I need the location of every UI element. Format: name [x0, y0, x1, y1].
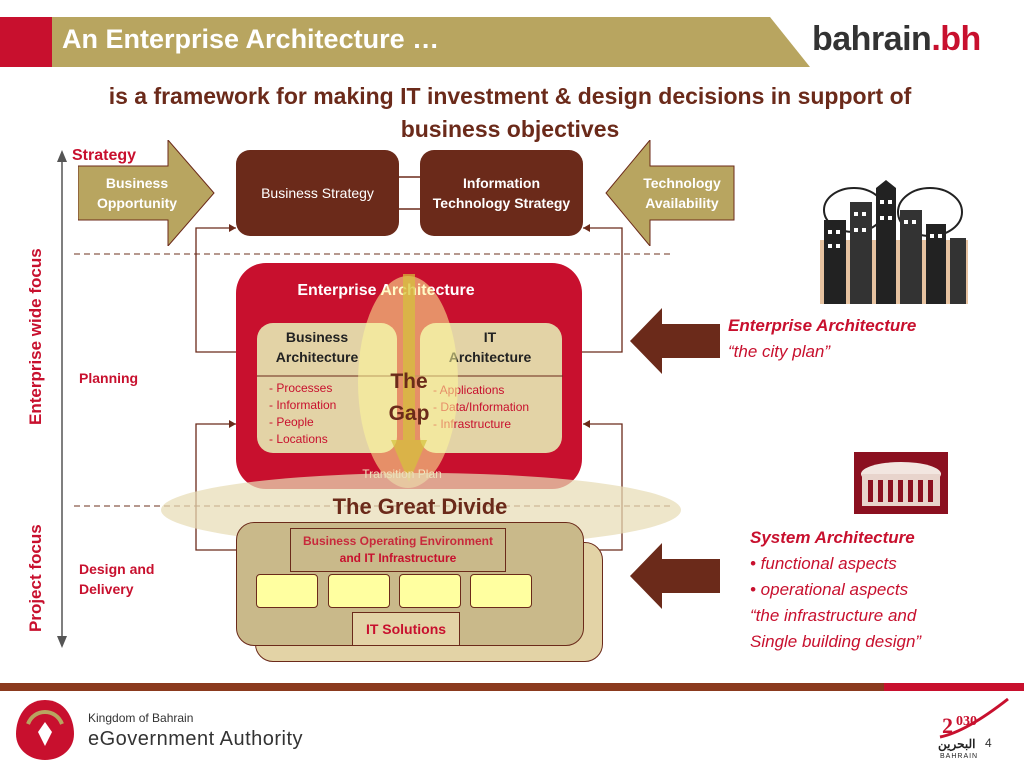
sa-annotation-item: • functional aspects [750, 554, 897, 573]
boe-line-2: and IT Infrastructure [339, 551, 457, 565]
business-architecture-list: - Processes - Information - People - Loc… [269, 380, 336, 448]
boe-line-1: Business Operating Environment [302, 534, 494, 548]
it-strategy-box: Information Technology Strategy [420, 150, 583, 236]
badge-arabic-text: البحرين [938, 737, 976, 751]
sa-annotation-quote-1: “the infrastructure and [750, 606, 917, 625]
solution-block-4 [470, 574, 532, 608]
solution-block-2 [328, 574, 390, 608]
badge-sub-text: BAHRAIN [940, 753, 979, 760]
sa-annotation-title: System Architecture [750, 528, 915, 547]
slide-subtitle: is a framework for making IT investment … [108, 83, 912, 142]
list-item: - Locations [269, 432, 328, 446]
sa-annotation: System Architecture • functional aspects… [750, 525, 921, 655]
solution-block-3 [399, 574, 461, 608]
gap-overlay [358, 274, 458, 488]
business-strategy-box: Business Strategy [236, 150, 399, 236]
svg-text:030: 030 [956, 714, 977, 729]
building-photo-icon [854, 452, 948, 514]
ea-pointer-arrow [630, 308, 720, 374]
business-opportunity-label: Business Opportunity [96, 175, 178, 211]
title-bar [0, 17, 810, 67]
business-operating-environment-box: Business Operating Environment and IT In… [290, 528, 506, 572]
great-divide-label: The Great Divide [332, 494, 508, 519]
2030-swoosh-icon: 2 030 [939, 697, 1009, 739]
technology-availability-arrow [605, 140, 735, 246]
the-gap-label: The Gap [388, 370, 430, 425]
ea-annotation-quote: “the city plan” [728, 342, 831, 361]
strategy-label: Strategy [72, 147, 137, 164]
city-skyline-icon [820, 180, 968, 304]
it-solutions-box: IT Solutions [352, 612, 460, 646]
list-item: - People [269, 415, 314, 429]
list-item: - Processes [269, 381, 333, 395]
page-number: 4 [985, 736, 992, 750]
business-architecture-heading: Business Architecture [275, 329, 359, 365]
svg-text:2: 2 [942, 713, 953, 738]
egov-emblem-icon [16, 700, 74, 760]
business-opportunity-arrow [78, 140, 215, 246]
it-architecture-heading: IT Architecture [448, 329, 532, 365]
design-delivery-label: Design and Delivery [79, 561, 155, 597]
footer-kingdom-text: Kingdom of Bahrain [88, 711, 194, 725]
sa-annotation-quote-2: Single building design” [750, 632, 922, 651]
sa-pointer-arrow [630, 543, 720, 609]
slide-title: An Enterprise Architecture … [62, 24, 440, 54]
bahrain-2030-badge: 2 030 البحرين BAHRAIN [930, 693, 1018, 765]
enterprise-wide-focus-label: Enterprise wide focus [26, 248, 45, 425]
list-item: - Information [269, 398, 337, 412]
ea-annotation: Enterprise Architecture “the city plan” [728, 313, 916, 365]
solution-block-1 [256, 574, 318, 608]
list-item: - Data/Information [433, 400, 530, 414]
sa-annotation-item: • operational aspects [750, 580, 909, 599]
planning-label: Planning [79, 370, 139, 386]
ea-annotation-title: Enterprise Architecture [728, 316, 917, 335]
project-focus-label: Project focus [26, 524, 45, 632]
bahrain-bh-logo: bahrain.bh [812, 20, 981, 58]
footer-authority-text: eGovernment Authority [88, 728, 304, 750]
technology-availability-label: Technology Availability [643, 175, 721, 211]
